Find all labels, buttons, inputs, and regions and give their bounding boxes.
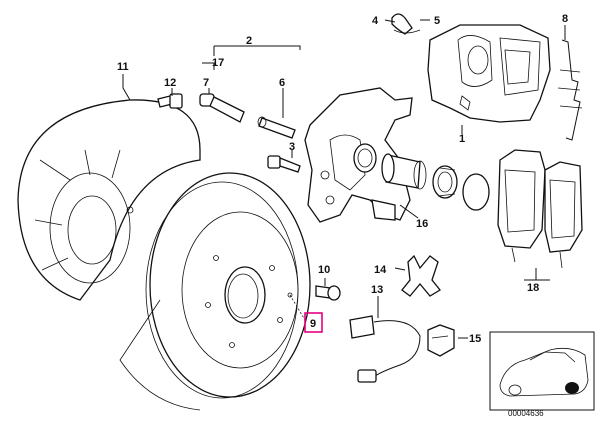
callout-14: 14: [374, 264, 387, 276]
callout-9[interactable]: 9: [310, 318, 316, 330]
bolt-12: [157, 93, 183, 109]
callout-16: 16: [416, 218, 428, 230]
highlight-box-9[interactable]: [304, 312, 323, 333]
piston-seal: [353, 143, 377, 173]
callout-1: 1: [459, 133, 465, 145]
anti-rattle-spring: [557, 39, 583, 141]
retaining-ring: [462, 173, 490, 211]
caliper-housing: [427, 24, 551, 123]
callout-10: 10: [318, 264, 330, 276]
callout-18: 18: [527, 282, 539, 294]
callout-17: 17: [212, 57, 224, 69]
callout-2: 2: [246, 35, 252, 47]
callout-8: 8: [562, 13, 568, 25]
bracket-15: [427, 324, 455, 357]
leader-lines: [122, 19, 566, 339]
piston: [381, 153, 427, 190]
bushing-14: [401, 254, 441, 297]
callout-7: 7: [203, 77, 209, 89]
dust-boot: [432, 165, 458, 199]
callout-5: 5: [434, 15, 440, 27]
callout-13: 13: [371, 284, 383, 296]
callout-4: 4: [372, 15, 379, 27]
brake-pads: [497, 149, 583, 269]
dust-shield: [17, 99, 201, 301]
callout-6: 6: [279, 77, 285, 89]
callout-15: 15: [469, 333, 481, 345]
vehicle-location-inset: [489, 331, 595, 411]
brake-disc: [119, 172, 311, 411]
wear-sensor: [349, 315, 421, 383]
callout-12: 12: [164, 77, 176, 89]
document-number: 00004636: [508, 409, 544, 418]
bolt-3: [267, 155, 301, 173]
bleed-valve-clip: [391, 13, 421, 35]
callout-11: 11: [117, 61, 129, 73]
guide-bolt-6: [257, 116, 296, 139]
callout-3: 3: [289, 141, 295, 153]
bolt-10: [315, 285, 341, 301]
guide-bolt-7: [199, 93, 245, 123]
